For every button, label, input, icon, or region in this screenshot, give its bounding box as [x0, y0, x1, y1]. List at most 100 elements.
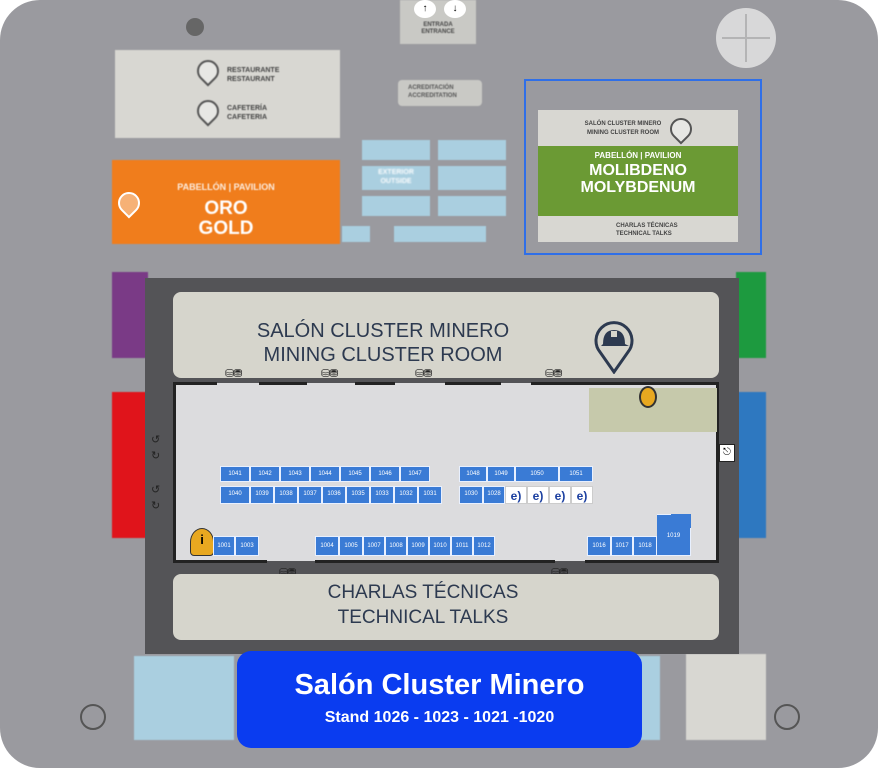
booth[interactable]: 1045 — [340, 466, 370, 482]
booth[interactable]: 1032 — [394, 486, 418, 504]
booth[interactable]: 1044 — [310, 466, 340, 482]
exit-arrow-icon: ↓ — [444, 0, 466, 18]
booth[interactable]: 1038 — [274, 486, 298, 504]
booth[interactable]: 1048 — [459, 466, 487, 482]
exhibitor-booth-1026[interactable]: e) — [505, 486, 527, 504]
booth[interactable]: 1051 — [559, 466, 593, 482]
cafeteria-label-en: CAFETERIA — [227, 114, 268, 121]
booth[interactable]: 1018 — [633, 536, 657, 556]
molibdeno-pavilion-name-es: MOLIBDENO — [589, 162, 687, 179]
booth[interactable]: 1007 — [363, 536, 385, 556]
molibdeno-pavilion[interactable]: SALÓN CLUSTER MINERO MINING CLUSTER ROOM… — [538, 110, 738, 242]
cafe-pin-icon — [639, 386, 657, 408]
door-arrows-icon: ⛁⛃ — [545, 368, 562, 380]
oro-pavilion[interactable]: PABELLÓN | PAVILION ORO GOLD — [112, 160, 340, 244]
floor-border-right — [716, 383, 719, 561]
booth[interactable]: 1030 — [459, 486, 483, 504]
booth[interactable]: 1036 — [322, 486, 346, 504]
exhibitor-booth-1021[interactable]: e) — [549, 486, 571, 504]
entrance-label-es: ENTRADA — [423, 22, 453, 28]
booth[interactable]: 1041 — [220, 466, 250, 482]
restaurant-block: RESTAURANTE RESTAURANT CAFETERÍA CAFETER… — [115, 50, 340, 138]
door-arrows-icon: ⛁⛃ — [415, 368, 432, 380]
exhibitor-logo: e) — [576, 489, 588, 503]
molibdeno-pavilion-header: PABELLÓN | PAVILION — [594, 151, 682, 160]
entrance-label-en: ENTRANCE — [421, 29, 455, 35]
booth[interactable]: 1039 — [250, 486, 274, 504]
booth[interactable]: 1037 — [298, 486, 322, 504]
door-arrows-icon: ⛁⛃ — [225, 368, 242, 380]
oro-pavilion-header: PABELLÓN | PAVILION — [177, 182, 275, 192]
door-arrows-left-icon: ↺↻ — [151, 434, 160, 462]
emergency-exit-icon: ⎋ — [719, 444, 735, 462]
floor-border-left — [173, 383, 176, 561]
booth[interactable]: 1033 — [370, 486, 394, 504]
booth[interactable]: 1028 — [483, 486, 505, 504]
booth[interactable]: 1008 — [385, 536, 407, 556]
molibdeno-room-en: MINING CLUSTER ROOM — [587, 130, 659, 136]
oro-pavilion-name-en: GOLD — [198, 218, 254, 239]
room-header-panel: SALÓN CLUSTER MINERO MINING CLUSTER ROOM — [173, 292, 719, 378]
banner-subtitle: Stand 1026 - 1023 - 1021 -1020 — [324, 709, 555, 726]
booth[interactable]: 1010 — [429, 536, 451, 556]
restroom-icon-left — [80, 704, 106, 730]
booth[interactable]: 1031 — [418, 486, 442, 504]
booth[interactable]: 1035 — [346, 486, 370, 504]
mining-helmet-icon — [665, 113, 697, 145]
accreditation-desk: ACREDITACIÓN ACCREDITATION — [398, 80, 482, 106]
cluster-room-detail: SALÓN CLUSTER MINERO MINING CLUSTER ROOM… — [145, 278, 739, 654]
green-pavilion-strip — [736, 272, 766, 358]
accreditation-label-es: ACREDITACIÓN — [408, 85, 454, 91]
molibdeno-room-es: SALÓN CLUSTER MINERO — [584, 121, 662, 127]
location-banner[interactable]: Salón Cluster Minero Stand 1026 - 1023 -… — [237, 651, 642, 748]
booth[interactable]: 1042 — [250, 466, 280, 482]
talks-title-en: TECHNICAL TALKS — [337, 607, 509, 628]
molibdeno-pavilion-band: PABELLÓN | PAVILION MOLIBDENO MOLYBDENUM — [538, 146, 738, 216]
talks-panel: CHARLAS TÉCNICAS TECHNICAL TALKS — [173, 574, 719, 640]
exhibitor-logo: e) — [532, 489, 544, 503]
compass-icon — [716, 8, 776, 68]
oro-pavilion-name-es: ORO — [204, 198, 248, 219]
booth[interactable]: 1049 — [487, 466, 515, 482]
room-title-en: MINING CLUSTER ROOM — [263, 344, 503, 366]
booth[interactable]: 1005 — [339, 536, 363, 556]
restaurant-label-es: RESTAURANTE — [227, 67, 280, 74]
molibdeno-pavilion-name-en: MOLYBDENUM — [580, 179, 696, 196]
exhibitor-logo: e) — [510, 489, 522, 503]
exhibitor-booth-1023[interactable]: e) — [527, 486, 549, 504]
booth[interactable]: 1047 — [400, 466, 430, 482]
oro-pavilion-bg — [112, 160, 340, 244]
booth-large-top — [671, 514, 691, 528]
door-arrows-icon: ⛁⛃ — [321, 368, 338, 380]
booth[interactable]: 1004 — [315, 536, 339, 556]
booth[interactable]: 1003 — [235, 536, 259, 556]
entrance-arrow-icon: ↑ — [414, 0, 436, 18]
exhibitor-logo: e) — [554, 489, 566, 503]
cafeteria-label-es: CAFETERÍA — [227, 105, 268, 112]
booth[interactable]: 1001 — [213, 536, 235, 556]
booth[interactable]: 1043 — [280, 466, 310, 482]
booth[interactable]: 1046 — [370, 466, 400, 482]
red-pavilion-strip — [112, 392, 148, 538]
exhibitor-booth-1020[interactable]: e) — [571, 486, 593, 504]
restroom-icon-right — [774, 704, 800, 730]
mining-helmet-pin-icon — [594, 321, 634, 374]
booth[interactable]: 1017 — [611, 536, 633, 556]
stairs-icon — [186, 18, 204, 36]
blue-pavilion-strip — [736, 392, 766, 538]
booth[interactable]: 1016 — [587, 536, 611, 556]
booth[interactable]: 1011 — [451, 536, 473, 556]
booth[interactable]: 1040 — [220, 486, 250, 504]
purple-pavilion-strip — [112, 272, 148, 358]
molibdeno-talks-es: CHARLAS TÉCNICAS — [616, 223, 678, 229]
booth[interactable]: 1050 — [515, 466, 559, 482]
molibdeno-talks-en: TECHNICAL TALKS — [616, 231, 672, 237]
info-point-icon: i — [190, 528, 214, 556]
bottom-right-room — [686, 654, 766, 740]
booth[interactable]: 1012 — [473, 536, 495, 556]
pavilion-highlight-box — [524, 79, 762, 255]
restaurant-label-en: RESTAURANT — [227, 76, 275, 83]
booth[interactable]: 1009 — [407, 536, 429, 556]
room-title-es: SALÓN CLUSTER MINERO — [256, 320, 510, 342]
